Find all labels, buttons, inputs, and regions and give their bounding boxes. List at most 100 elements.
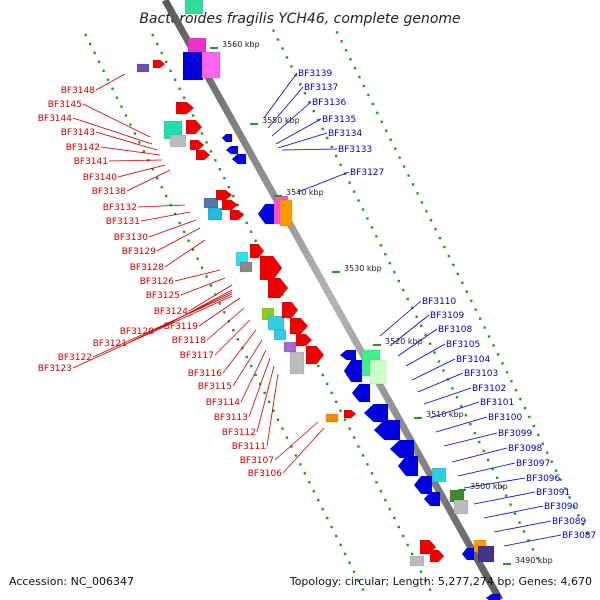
gene-label-left: BF3119 — [164, 322, 199, 332]
ring-dot — [352, 436, 356, 439]
ring-dot — [352, 190, 356, 193]
ring-dot — [379, 244, 383, 247]
ring-dot — [504, 494, 508, 497]
gene-box — [409, 555, 425, 567]
ring-dot — [160, 51, 163, 55]
ring-dot — [428, 588, 432, 591]
ring-dot — [339, 543, 342, 547]
ring-dot — [272, 409, 275, 412]
ring-dot — [437, 360, 441, 363]
gene-arrow — [397, 455, 419, 477]
ring-dot — [415, 315, 418, 319]
leader-line — [156, 227, 201, 252]
ring-dot — [447, 254, 451, 258]
gene-label-right: BF3137 — [304, 83, 338, 93]
leader-line — [277, 132, 328, 149]
ring-dot — [478, 440, 481, 444]
gene-label-left: BF3121 — [93, 339, 127, 349]
gene-label-right: BF3090 — [544, 502, 579, 512]
ring-dot — [361, 454, 365, 457]
ring-dot — [321, 373, 324, 377]
ring-dot — [461, 281, 464, 285]
ring-dot — [581, 523, 585, 526]
leader-line — [240, 349, 267, 403]
ring-dot — [169, 69, 172, 73]
gene-label-left: BF3130 — [114, 233, 149, 243]
gene-label-right: BF3091 — [536, 488, 570, 498]
leader-line — [271, 101, 312, 137]
ring-dot — [232, 329, 235, 332]
leader-line — [266, 373, 279, 447]
ring-dot — [358, 75, 361, 79]
gene-arrow — [413, 475, 433, 495]
gene-label-left: BF3145 — [48, 100, 82, 110]
ring-dot — [290, 65, 293, 68]
gene-box — [182, 51, 204, 81]
ring-dot — [339, 163, 342, 166]
ring-dot — [93, 51, 96, 55]
ring-dot — [218, 302, 222, 305]
ring-dot — [245, 221, 248, 225]
ring-dot — [523, 406, 527, 410]
gene-arrow — [189, 139, 205, 151]
ring-dot — [478, 317, 482, 320]
gene-label-left: BF3129 — [122, 247, 157, 257]
gene-label-right: BF3103 — [464, 369, 498, 379]
leader-line — [198, 297, 241, 327]
ring-dot — [223, 311, 226, 314]
ring-dot — [492, 344, 495, 347]
ring-dot — [352, 570, 356, 573]
leader-line — [281, 148, 338, 151]
ring-dot — [321, 507, 324, 511]
ring-dot — [276, 38, 280, 41]
scale-tick-label: 3520 kbp — [385, 337, 423, 346]
gene-arrow — [152, 59, 166, 69]
ring-dot — [366, 217, 369, 220]
gene-label-right: BF3135 — [322, 115, 356, 125]
ring-dot — [397, 279, 400, 283]
ring-dot — [317, 364, 320, 368]
ring-dot — [532, 424, 536, 428]
ring-dot — [376, 111, 379, 115]
ring-dot — [536, 557, 539, 560]
gene-label-left: BF3148 — [61, 86, 96, 96]
ring-dot — [491, 467, 494, 471]
ring-dot — [518, 521, 521, 524]
leader-line — [82, 103, 151, 138]
gene-label-left: BF3138 — [92, 187, 127, 197]
gene-arrow — [221, 199, 239, 211]
gene-box — [184, 0, 204, 15]
gene-label-left: BF3117 — [180, 351, 214, 361]
accession-text: Accession: NC_006347 — [9, 575, 135, 588]
ring-dot — [308, 481, 311, 484]
gene-label-left: BF3143 — [61, 128, 95, 138]
ring-dot — [428, 342, 432, 345]
ring-dot — [334, 534, 338, 538]
gene-arrow — [225, 145, 239, 155]
ring-dot — [514, 388, 518, 392]
ring-dot — [124, 114, 128, 117]
leader-line — [92, 293, 233, 358]
backbone-line — [161, 0, 504, 600]
ring-dot — [393, 270, 396, 274]
scale-tick-label: 3560 kbp — [222, 40, 260, 49]
gene-arrow — [267, 277, 289, 299]
gene-arrow — [175, 101, 195, 115]
ring-dot — [483, 326, 486, 329]
leader-line — [148, 219, 197, 238]
gene-label-left: BF3142 — [66, 143, 100, 153]
leader-line — [117, 164, 166, 178]
ring-dot — [312, 490, 315, 493]
gene-arrow — [461, 547, 475, 561]
ring-dot — [156, 176, 159, 180]
ring-dot — [443, 245, 446, 249]
leader-line — [248, 357, 271, 418]
ring-dot — [348, 181, 351, 184]
ring-dot — [370, 472, 374, 475]
ring-dot — [528, 415, 531, 419]
ring-dot — [317, 498, 320, 502]
ring-dot — [465, 290, 468, 293]
ring-dot — [433, 351, 436, 354]
gene-label-left: BF3124 — [154, 307, 189, 317]
gene-arrow — [281, 301, 299, 319]
